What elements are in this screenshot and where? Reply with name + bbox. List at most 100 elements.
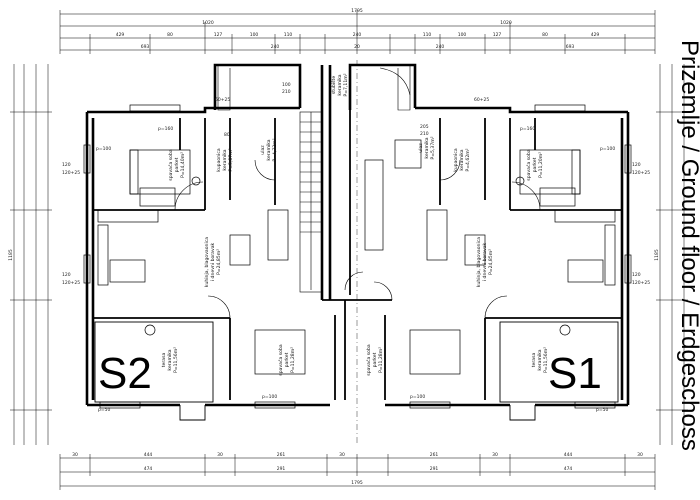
- svg-text:kuhinja, blagovaonica: kuhinja, blagovaonica: [204, 237, 210, 287]
- d-label-210: 210: [282, 89, 291, 95]
- windows: [83, 104, 632, 409]
- door-swings: [174, 159, 541, 319]
- svg-text:parket: parket: [372, 352, 378, 367]
- svg-text:keramika: keramika: [266, 139, 272, 160]
- svg-text:spavaća soba: spavaća soba: [365, 344, 372, 376]
- svg-text:kupaonica: kupaonica: [216, 148, 222, 172]
- dim-b1-5: 261: [430, 452, 439, 458]
- top-dimension-lines: [59, 10, 656, 54]
- dim-top-half-left: 1020: [202, 20, 214, 26]
- dim-b1-4: 30: [339, 452, 345, 458]
- dim-r2-8: 127: [493, 32, 502, 38]
- d-label-100: 100: [282, 82, 291, 88]
- dim-b2-0: 474: [144, 466, 153, 472]
- svg-text:i dnevni boravak: i dnevni boravak: [210, 242, 216, 281]
- room-left-terrace: terasa keramika P=11,56m²: [161, 347, 179, 373]
- dim-b1-7: 444: [564, 452, 573, 458]
- w-label-5: 120: [632, 162, 641, 168]
- dim-top-half-right: 1020: [500, 20, 512, 26]
- furniture: [97, 139, 616, 375]
- drawing-title: Prizemlje / Ground floor / Erdgeschoss: [676, 40, 700, 451]
- svg-text:keramika: keramika: [167, 349, 173, 370]
- svg-text:spavaća soba: spavaća soba: [277, 344, 284, 376]
- win-label-5: p=100: [410, 394, 425, 400]
- svg-text:i dnevni boravak: i dnevni boravak: [482, 242, 488, 281]
- svg-text:parket: parket: [174, 157, 180, 172]
- svg-text:P=11,28m²: P=11,28m²: [290, 347, 296, 373]
- dim-r2-5: 240: [353, 32, 362, 38]
- dim-r2-7: 100: [458, 32, 467, 38]
- room-left-living: kuhinja, blagovaonica i dnevni boravak P…: [204, 237, 222, 287]
- d-label-80: 80: [224, 132, 230, 138]
- apartment-label-s1: S1: [548, 349, 602, 398]
- w-label-8: 120+25: [632, 280, 650, 286]
- svg-text:keramika: keramika: [459, 149, 465, 170]
- svg-text:parket: parket: [532, 157, 538, 172]
- side-dimension-lines: [10, 64, 688, 445]
- svg-text:ulaz: ulaz: [418, 143, 424, 153]
- dim-bottom-total: 1795: [351, 480, 363, 486]
- win-label-1r: p=160: [520, 126, 535, 132]
- dim-top-total: 1795: [351, 8, 363, 14]
- w-label-1: 120: [62, 162, 71, 168]
- svg-text:P=11,56m²: P=11,56m²: [543, 347, 549, 373]
- svg-text:P=14,40m²: P=14,40m²: [180, 152, 186, 178]
- win-label-3: p=100: [600, 146, 615, 152]
- svg-text:P=7,11m²: P=7,11m²: [343, 73, 349, 96]
- d-label-205: 205: [420, 124, 429, 130]
- svg-text:P=4,62m²: P=4,62m²: [465, 148, 471, 171]
- svg-text:P=24,85m²: P=24,85m²: [488, 249, 494, 275]
- dim-r2-6: 110: [423, 32, 432, 38]
- win-label-7: p=50: [596, 407, 608, 413]
- w-label-6: 120+25: [632, 170, 650, 176]
- svg-text:terasa: terasa: [161, 353, 167, 368]
- dim-side-left: 1185: [8, 249, 14, 261]
- room-right-living: kuhinja, blagovaonica i dnevni boravak P…: [476, 237, 494, 287]
- room-labels: spavaća soba parket P=14,40m² kupaonica …: [161, 73, 549, 375]
- dim-r3-1: 240: [271, 44, 280, 50]
- w-label-7: 120: [632, 272, 641, 278]
- win-label-2: p=100: [96, 146, 111, 152]
- terrace-outlines: [94, 321, 619, 421]
- dim-r2-4: 110: [284, 32, 293, 38]
- dim-b1-1: 444: [144, 452, 153, 458]
- dim-r3-3: 240: [436, 44, 445, 50]
- dim-r2-3: 100: [250, 32, 259, 38]
- d-label-210b: 210: [420, 131, 429, 137]
- svg-text:keramika: keramika: [222, 149, 228, 170]
- room-right-terrace: terasa keramika P=11,56m²: [531, 347, 549, 373]
- dim-r2-0: 429: [116, 32, 125, 38]
- room-right-bedroom: spavaća soba parket P=11,20m²: [525, 149, 544, 181]
- svg-text:P=11,28m²: P=11,28m²: [378, 347, 384, 373]
- dim-r2-9: 80: [542, 32, 548, 38]
- svg-text:spavaća soba: spavaća soba: [525, 149, 532, 181]
- room-stair: stubište keramika P=7,11m²: [330, 73, 349, 96]
- win-label-6: p=50: [98, 407, 110, 413]
- svg-text:P=11,20m²: P=11,20m²: [538, 152, 544, 178]
- svg-text:keramika: keramika: [337, 74, 343, 95]
- w-label-3: 120: [62, 272, 71, 278]
- dim-r3-0: 693: [141, 44, 150, 50]
- svg-text:keramika: keramika: [537, 349, 543, 370]
- dim-b2-2: 291: [430, 466, 439, 472]
- dim-b1-6: 30: [492, 452, 498, 458]
- room-left-hall: ulaz keramika P=4,72m²: [260, 138, 278, 161]
- svg-text:P=5,87m²: P=5,87m²: [228, 148, 234, 171]
- room-left-bedroom: spavaća soba parket P=14,40m²: [167, 149, 186, 181]
- room-left-bath: kupaonica keramika P=5,87m²: [216, 148, 234, 172]
- svg-text:parket: parket: [284, 352, 290, 367]
- interior-walls: [93, 110, 622, 400]
- svg-text:keramika: keramika: [424, 137, 430, 158]
- room-right-hall: ulaz keramika P=5,37m²: [418, 136, 436, 159]
- dim-r2-2: 127: [214, 32, 223, 38]
- dim-r2-1: 80: [167, 32, 173, 38]
- dim-side-right: 1185: [654, 249, 660, 261]
- opening-labels: p=160 p=160 p=100 p=100 p=100 p=100 p=50…: [62, 82, 650, 413]
- room-left-bedroom2: spavaća soba parket P=11,28m²: [277, 344, 296, 376]
- dim-b2-1: 291: [277, 466, 286, 472]
- dim-b1-3: 261: [277, 452, 286, 458]
- win-label-1: p=160: [158, 126, 173, 132]
- svg-text:P=11,56m²: P=11,56m²: [173, 347, 179, 373]
- w-label-4: 120+25: [62, 280, 80, 286]
